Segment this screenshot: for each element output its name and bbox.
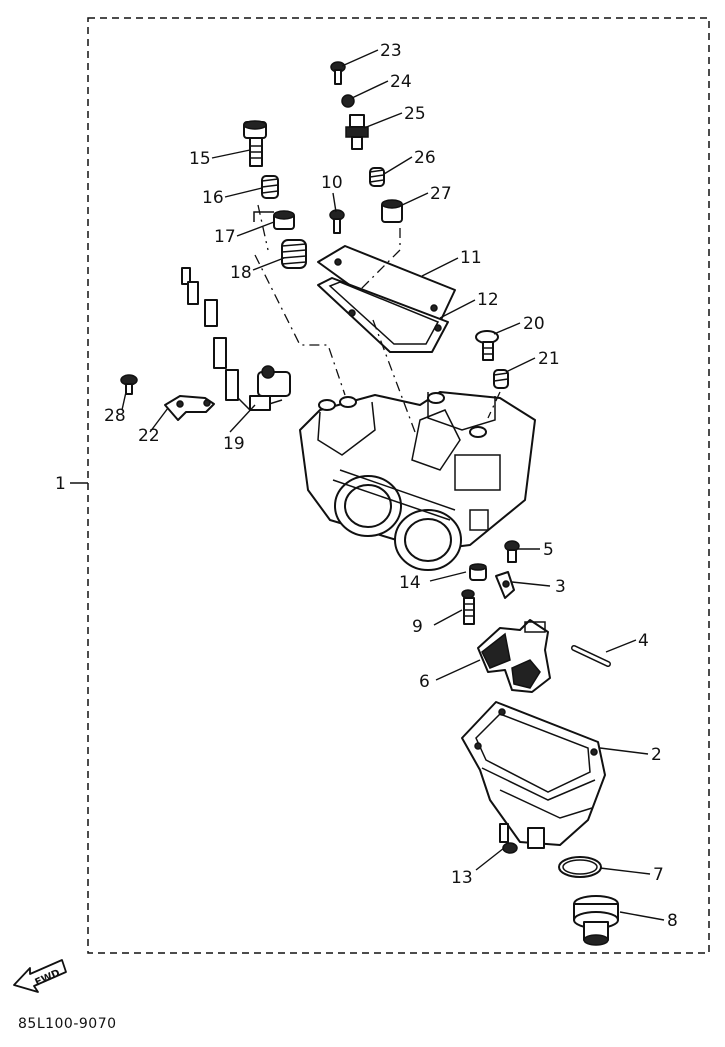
fwd-arrow: FWD bbox=[13, 959, 67, 993]
part-2-float-bowl bbox=[461, 701, 606, 849]
callout-12: 12 bbox=[477, 290, 499, 310]
callout-4: 4 bbox=[638, 631, 649, 651]
callout-15: 15 bbox=[189, 149, 211, 169]
callout-14: 14 bbox=[399, 573, 421, 593]
part-15-plunger bbox=[243, 120, 267, 167]
alignment-lines bbox=[254, 204, 501, 433]
part-7-o-ring bbox=[558, 856, 602, 878]
callout-10: 10 bbox=[321, 173, 343, 193]
part-22-bracket bbox=[164, 395, 215, 421]
callout-labels: 23 24 25 26 27 15 16 17 18 10 11 12 20 2… bbox=[104, 41, 678, 931]
callout-7: 7 bbox=[653, 865, 664, 885]
callout-6: 6 bbox=[419, 672, 430, 692]
part-24-washer bbox=[341, 94, 355, 108]
part-6-float bbox=[477, 619, 551, 693]
callout-22: 22 bbox=[138, 426, 160, 446]
leader-lines bbox=[121, 49, 665, 921]
part-16-spring bbox=[261, 175, 279, 199]
callout-16: 16 bbox=[202, 188, 224, 208]
callout-19: 19 bbox=[223, 434, 245, 454]
part-3-clip bbox=[495, 571, 515, 599]
callout-28: 28 bbox=[104, 406, 126, 426]
carburetor-body bbox=[299, 391, 536, 571]
callout-5: 5 bbox=[543, 540, 554, 560]
callout-3: 3 bbox=[555, 577, 566, 597]
part-8-drain-plug bbox=[573, 895, 619, 946]
diagram-code: 85L100-9070 bbox=[18, 1016, 117, 1032]
callout-18: 18 bbox=[230, 263, 252, 283]
part-12-gasket bbox=[317, 277, 449, 353]
callout-9: 9 bbox=[412, 617, 423, 637]
part-18-spring bbox=[281, 239, 307, 269]
callout-13: 13 bbox=[451, 868, 473, 888]
part-28-screw bbox=[120, 374, 138, 395]
callout-24: 24 bbox=[390, 72, 412, 92]
part-4-pin bbox=[571, 645, 611, 667]
callout-21: 21 bbox=[538, 349, 560, 369]
part-26-spring bbox=[369, 167, 385, 187]
callout-20: 20 bbox=[523, 314, 545, 334]
part-27-cap bbox=[381, 199, 403, 223]
callout-11: 11 bbox=[460, 248, 482, 268]
assembly-frame bbox=[87, 17, 710, 954]
part-14-jet bbox=[469, 563, 487, 581]
callout-25: 25 bbox=[404, 104, 426, 124]
part-19-starter-cable bbox=[181, 267, 291, 411]
callout-27: 27 bbox=[430, 184, 452, 204]
assembly-label: 1 bbox=[55, 474, 66, 494]
part-21-spring bbox=[493, 369, 509, 389]
callout-8: 8 bbox=[667, 911, 678, 931]
part-23-screw bbox=[330, 61, 346, 85]
part-17-nut bbox=[253, 210, 295, 230]
callout-26: 26 bbox=[414, 148, 436, 168]
part-20-screw bbox=[475, 330, 499, 361]
callout-2: 2 bbox=[651, 745, 662, 765]
part-9-jet bbox=[461, 589, 475, 625]
callout-23: 23 bbox=[380, 41, 402, 61]
callout-17: 17 bbox=[214, 227, 236, 247]
part-5-screw bbox=[504, 540, 520, 563]
part-25-jet bbox=[345, 114, 369, 150]
part-10-screw bbox=[329, 209, 345, 234]
